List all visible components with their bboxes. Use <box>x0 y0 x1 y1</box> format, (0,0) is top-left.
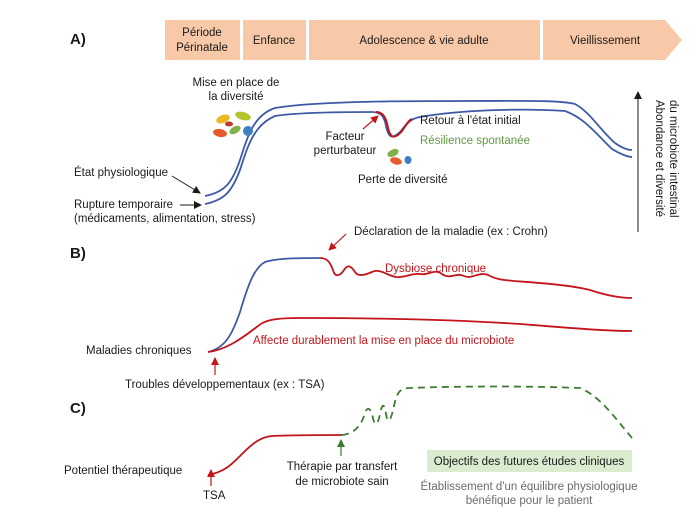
objectives-label: Objectifs des futures études cliniques <box>434 456 625 468</box>
panel-label-a: A) <box>70 31 86 48</box>
physio-state-arrow <box>171 175 201 194</box>
phase-perinatal-line1: Période <box>182 27 222 39</box>
diversity-label-line2: la diversité <box>209 91 264 103</box>
therapy-curve <box>341 385 633 439</box>
bacteria-icon <box>213 111 253 138</box>
diversity-label-line1: Mise en place de <box>193 77 280 89</box>
phase-perinatal-line2: Périnatale <box>176 42 228 54</box>
diversity-curve-lower <box>204 108 633 205</box>
disease-declared-arrow <box>328 233 347 251</box>
timeline: Période Périnatale Enfance Adolescence &… <box>165 20 682 60</box>
y-axis-label-line2: du microbiote intestinal <box>667 100 679 218</box>
disease-declared-label: Déclaration de la maladie (ex : Crohn) <box>354 226 548 238</box>
tsa-label: TSA <box>203 490 226 502</box>
establish-label-line2: bénéfique pour le patient <box>466 495 593 507</box>
panel-c: Potentiel thérapeutique TSA Thérapie par… <box>64 385 638 507</box>
chronic-disease-label: Maladies chroniques <box>86 345 192 357</box>
factor-label-line2: perturbateur <box>314 145 377 157</box>
dysbiosis-curve <box>319 257 633 299</box>
reduced-bacteria-icon <box>387 148 412 165</box>
rupture-label-line2: (médicaments, alimentation, stress) <box>74 213 256 225</box>
factor-label-line1: Facteur <box>326 131 365 143</box>
pre-disease-curve <box>207 257 321 353</box>
phase-aging: Vieillissement <box>570 35 641 47</box>
therapy-label-line1: Thérapie par transfert <box>287 461 398 473</box>
dysbiosis-label: Dysbiose chronique <box>385 263 486 275</box>
disturbance-segment <box>375 111 413 138</box>
resilience-label: Résilience spontanée <box>420 135 530 147</box>
lasting-effect-curve <box>207 317 633 353</box>
y-axis-label-line1: Abondance et diversité <box>653 100 665 217</box>
establish-label-line1: Établissement d'un équilibre physiologiq… <box>420 480 637 493</box>
developmental-label: Troubles développementaux (ex : TSA) <box>125 379 325 391</box>
therapy-label-line2: de microbiote sain <box>295 476 388 488</box>
diversity-curve-upper <box>204 99 633 197</box>
loss-label: Perte de diversité <box>358 174 448 186</box>
lasting-effect-label: Affecte durablement la mise en place du … <box>253 335 514 347</box>
phase-childhood: Enfance <box>253 35 295 47</box>
panel-a: Mise en place de la diversité État physi… <box>74 77 633 225</box>
physio-state-label: État physiologique <box>74 166 168 179</box>
panel-label-b: B) <box>70 245 86 262</box>
therapeutic-potential-label: Potentiel thérapeutique <box>64 465 182 477</box>
return-state-label: Retour à l'état initial <box>420 115 521 127</box>
objectives-box <box>427 450 632 472</box>
phase-perinatal-box <box>165 20 240 60</box>
phase-childhood-box <box>243 20 306 60</box>
rupture-label-line1: Rupture temporaire <box>74 199 173 211</box>
panel-label-c: C) <box>70 400 86 417</box>
phase-aging-arrow <box>543 20 682 60</box>
factor-arrow <box>362 115 379 130</box>
phase-adult: Adolescence & vie adulte <box>359 35 488 47</box>
panel-b: Déclaration de la maladie (ex : Crohn) D… <box>86 226 633 391</box>
phase-adult-box <box>309 20 540 60</box>
pre-therapy-curve <box>207 434 343 476</box>
